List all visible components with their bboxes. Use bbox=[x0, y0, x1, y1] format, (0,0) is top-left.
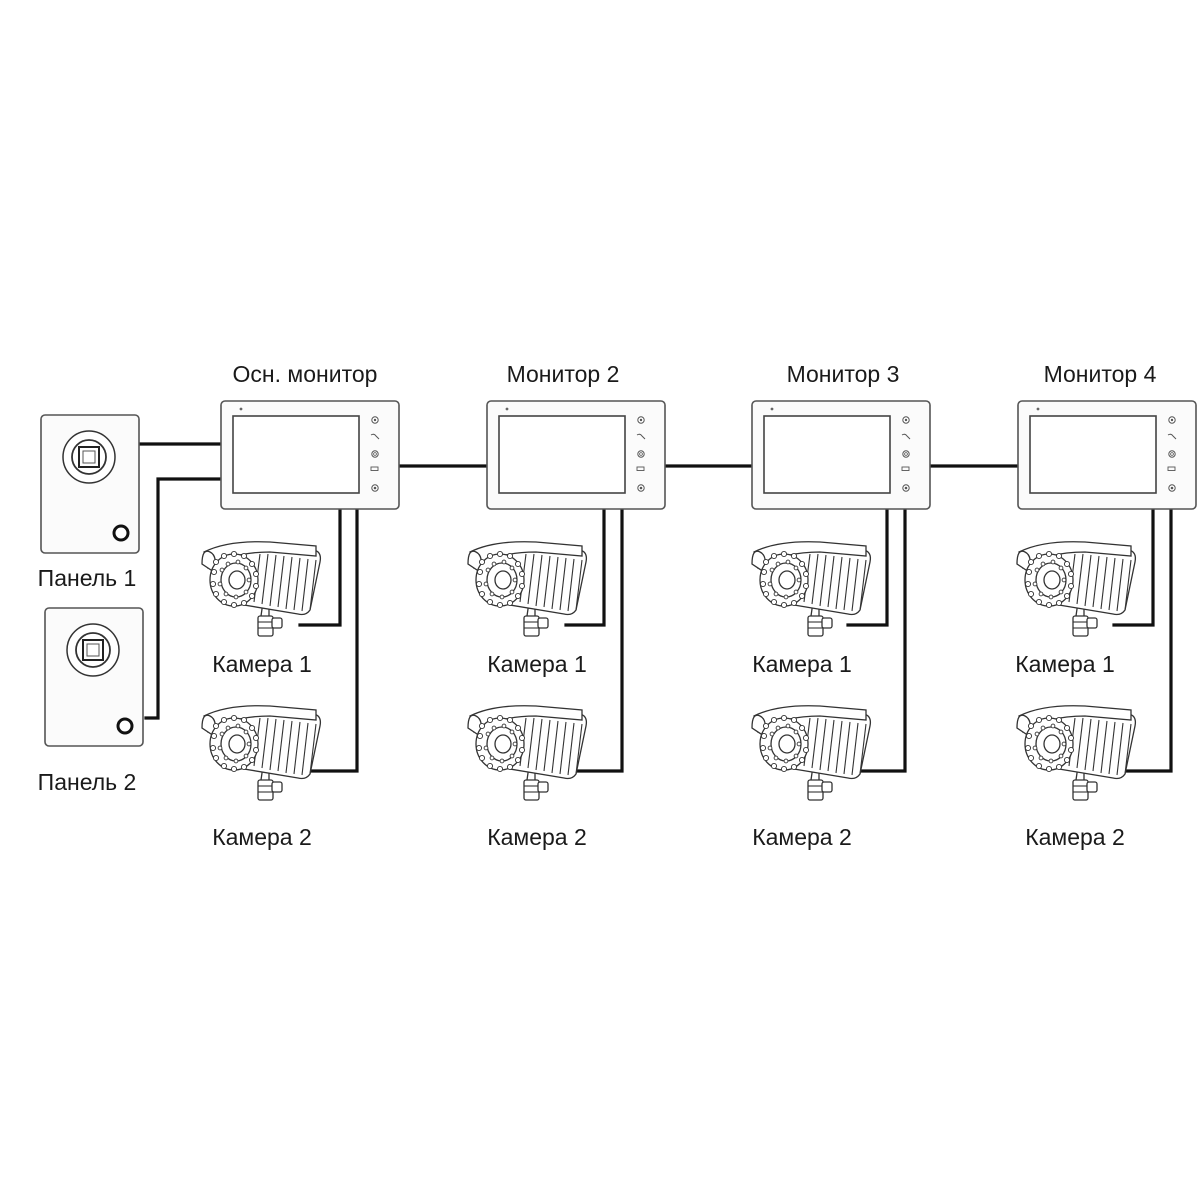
camera-2-monitor-2: Камера 2 bbox=[467, 705, 588, 850]
monitor-label: Монитор 3 bbox=[787, 361, 900, 387]
wire-m3-cam1 bbox=[846, 506, 889, 627]
wire-main-cam1 bbox=[298, 506, 342, 627]
camera-1-monitor-4: Камера 1 bbox=[1015, 541, 1137, 677]
camera-label: Камера 1 bbox=[212, 651, 312, 677]
camera-2-main: Камера 2 bbox=[201, 705, 322, 850]
camera-label: Камера 2 bbox=[212, 824, 312, 850]
camera-label: Камера 2 bbox=[752, 824, 852, 850]
camera-2-monitor-3: Камера 2 bbox=[751, 705, 872, 850]
panel-label: Панель 2 bbox=[38, 769, 137, 795]
call-panel-1: Панель 1 bbox=[38, 413, 141, 591]
camera-2-monitor-4: Камера 2 bbox=[1016, 705, 1137, 850]
panel-label: Панель 1 bbox=[38, 565, 137, 591]
monitor-main: Осн. монитор bbox=[220, 361, 400, 510]
monitor-label: Монитор 4 bbox=[1044, 361, 1157, 387]
camera-label: Камера 2 bbox=[1025, 824, 1125, 850]
wiring bbox=[138, 442, 1173, 773]
wire-m3-cam2 bbox=[846, 506, 907, 773]
wire-main-cam2 bbox=[298, 506, 359, 773]
camera-1-main: Камера 1 bbox=[201, 541, 322, 677]
camera-label: Камера 1 bbox=[487, 651, 587, 677]
camera-label: Камера 1 bbox=[752, 651, 852, 677]
monitor-3: Монитор 3 bbox=[751, 361, 931, 510]
camera-label: Камера 2 bbox=[487, 824, 587, 850]
monitor-label: Монитор 2 bbox=[507, 361, 620, 387]
wire-m2-cam2 bbox=[564, 506, 624, 773]
camera-1-monitor-3: Камера 1 bbox=[751, 541, 872, 677]
camera-1-monitor-2: Камера 1 bbox=[467, 541, 588, 677]
monitor-label: Осн. монитор bbox=[233, 361, 378, 387]
monitor-2: Монитор 2 bbox=[486, 361, 666, 510]
wire-panel2-main-monitor bbox=[144, 477, 224, 720]
call-panel-2: Панель 2 bbox=[38, 606, 145, 795]
wire-m4-cam1 bbox=[1112, 506, 1155, 627]
camera-label: Камера 1 bbox=[1015, 651, 1115, 677]
monitor-4: Монитор 4 bbox=[1017, 361, 1197, 510]
wire-m2-cam1 bbox=[564, 506, 606, 627]
wire-m4-cam2 bbox=[1112, 506, 1173, 773]
